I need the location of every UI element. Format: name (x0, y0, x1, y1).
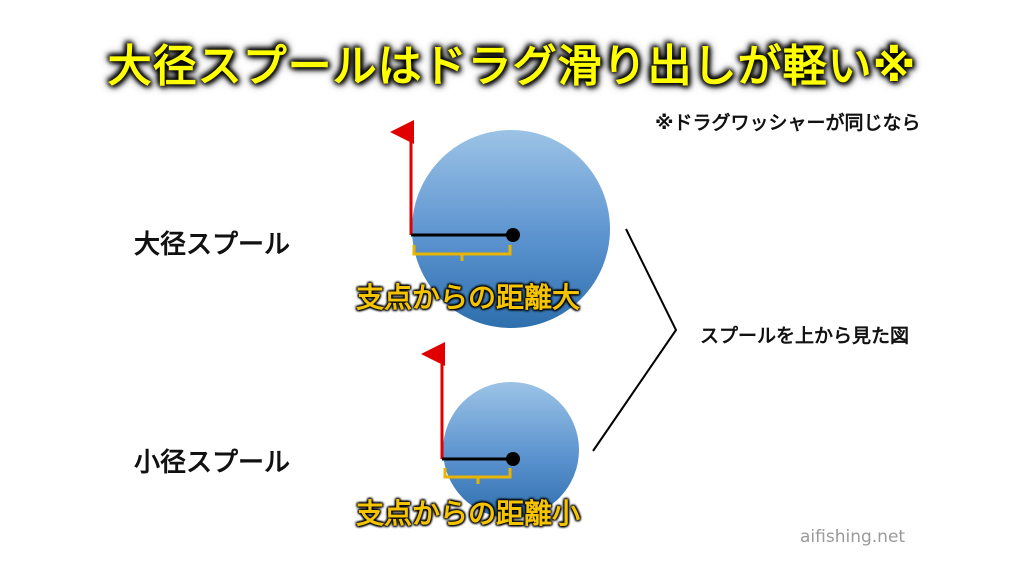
small-distance-bracket (443, 468, 512, 484)
small-distance-label: 支点からの距離小 (356, 497, 581, 530)
view-caption: スプールを上から見た図 (700, 325, 910, 347)
footnote: ※ドラグワッシャーが同じなら (655, 112, 921, 134)
large-distance-label: 支点からの距離大 (356, 281, 581, 314)
small-spool-label: 小径スプール (134, 448, 291, 478)
large-distance-bracket (412, 245, 512, 261)
small-fulcrum-dot (506, 452, 520, 466)
large-spool-label: 大径スプール (134, 230, 291, 260)
page-title: 大径スプールはドラグ滑り出しが軽い※ (107, 41, 917, 92)
watermark: aifishing.net (800, 527, 906, 547)
large-fulcrum-dot (506, 228, 520, 242)
grouping-bracket (592, 228, 678, 452)
